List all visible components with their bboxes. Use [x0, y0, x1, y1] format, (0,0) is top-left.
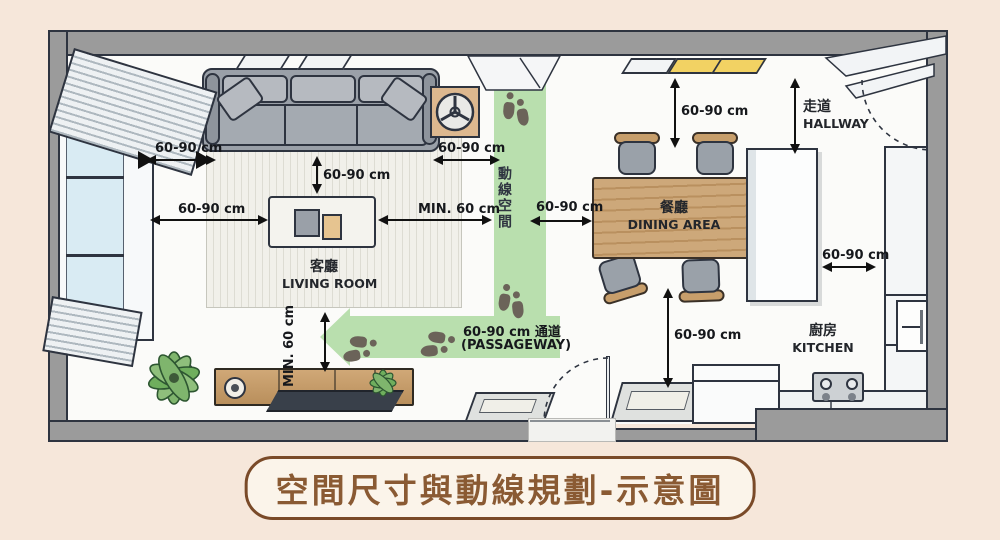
- footprints-icon: [495, 272, 525, 319]
- fridge-handle: [896, 300, 928, 352]
- passageway-label-line2: (PASSAGEWAY): [461, 338, 572, 353]
- dim-dining-counter: 60-90 cm: [674, 328, 742, 343]
- sofa: [202, 68, 440, 152]
- dim-tv-clearance: MIN. 60 cm: [282, 305, 297, 387]
- kitchen-label-zh: 廚房: [809, 323, 837, 339]
- wall-bottom: [755, 408, 948, 442]
- hallway-label: 走道 HALLWAY: [803, 96, 869, 131]
- kitchen-island: [746, 148, 818, 302]
- dim-sofa-table: 60-90 cm: [323, 168, 391, 183]
- wall-top: [48, 30, 948, 56]
- kitchen-label-en: KITCHEN: [792, 340, 854, 355]
- dim-window-sofa: 60-90 cm: [155, 141, 223, 156]
- coffee-table: [268, 196, 376, 248]
- tall-cabinet: [884, 146, 930, 410]
- dim-dining-top: 60-90 cm: [681, 104, 749, 119]
- side-table: [430, 86, 480, 138]
- dining-area-label-zh: 餐廳: [660, 200, 688, 216]
- dining-chair: [677, 257, 725, 303]
- dining-table: 餐廳 DINING AREA: [592, 177, 756, 259]
- kitchen-label: 廚房 KITCHEN: [786, 320, 860, 355]
- record-player-icon: [224, 377, 246, 399]
- dining-chair: [614, 132, 660, 176]
- dining-area-label-en: DINING AREA: [627, 217, 721, 232]
- hallway-label-en: HALLWAY: [803, 116, 869, 131]
- dining-chair: [692, 132, 738, 176]
- door-opening: [528, 418, 616, 442]
- dim-island-cabinet: 60-90 cm: [822, 248, 890, 263]
- footprints-icon: [342, 332, 390, 363]
- living-room-label-en: LIVING ROOM: [282, 276, 378, 291]
- wall-bottom: [48, 420, 582, 442]
- plant-icon: [147, 351, 201, 405]
- dim-table-passage: MIN. 60 cm: [418, 202, 500, 217]
- dim-passage-dining: 60-90 cm: [536, 200, 604, 215]
- stove-icon: [812, 372, 864, 402]
- hallway-label-zh: 走道: [803, 99, 831, 115]
- tray-tan: [322, 214, 342, 240]
- title-box: 空間尺寸與動線規劃-示意圖: [244, 456, 756, 520]
- circulation-space-label: 動線空間: [496, 166, 512, 230]
- passageway-label-line1: 60-90 cm 通道: [463, 325, 561, 340]
- fan-icon: [435, 92, 475, 132]
- door-leaf: [606, 356, 610, 422]
- wall-right: [926, 30, 948, 442]
- living-room-label: 客廳 LIVING ROOM: [282, 256, 378, 291]
- kitchen-box: [692, 364, 780, 424]
- living-room-label-zh: 客廳: [310, 259, 338, 275]
- tray-gray: [294, 209, 320, 237]
- dim-sidetable-passage: 60-90 cm: [438, 141, 506, 156]
- page-title: 空間尺寸與動線規劃-示意圖: [275, 471, 725, 510]
- footprints-icon: [499, 80, 530, 127]
- plant-icon: [369, 369, 397, 397]
- dim-window-table: 60-90 cm: [178, 202, 246, 217]
